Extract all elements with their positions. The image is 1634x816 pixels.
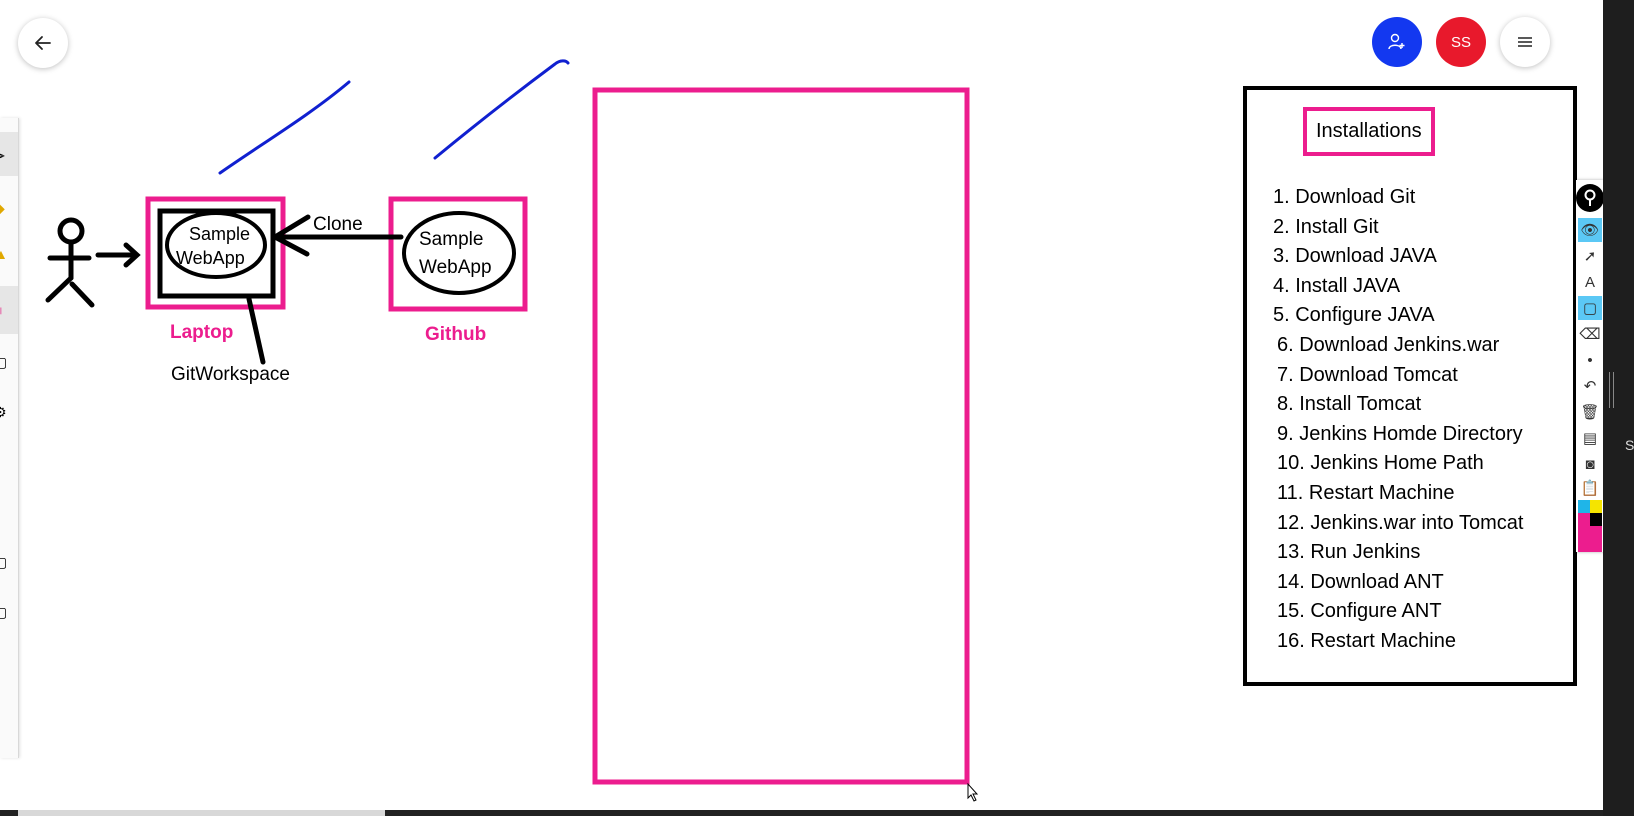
- color-swatch-cyan[interactable]: [1578, 500, 1590, 513]
- settings-icon[interactable]: ⚙: [0, 404, 10, 420]
- stick-figure: [45, 217, 95, 308]
- workspace-pointer-line: [246, 296, 266, 365]
- list-item: 5. Configure JAVA: [1273, 304, 1435, 327]
- avatar-initials: SS: [1450, 33, 1471, 51]
- lasso-icon[interactable]: ▢: [0, 354, 10, 370]
- laptop-box-text-2: WebApp: [176, 248, 245, 268]
- right-strip-letter: S: [1625, 437, 1634, 453]
- color-palette[interactable]: [1578, 500, 1602, 552]
- color-swatch-magenta[interactable]: [1578, 513, 1590, 526]
- list-item: 9. Jenkins Homde Directory: [1277, 422, 1523, 445]
- list-item: 12. Jenkins.war into Tomcat: [1277, 511, 1524, 534]
- color-swatch-yellow[interactable]: [1590, 500, 1602, 513]
- tool-icon-a[interactable]: ▏: [0, 504, 10, 520]
- color-swatch-black[interactable]: [1590, 513, 1602, 526]
- left-tool-eraser-active[interactable]: [0, 286, 18, 334]
- bottom-scrollbar[interactable]: [0, 810, 1603, 816]
- pen-toolbar: 👁 ➚ A ▢ ⌫ • ↶ 🗑 ▤ ◙ 📋: [1576, 180, 1604, 552]
- laptop-label: Laptop: [170, 322, 233, 343]
- color-swatch-selected[interactable]: [1578, 526, 1602, 552]
- github-box-text-1: Sample: [419, 229, 483, 250]
- tool-icon-c[interactable]: ▢: [0, 604, 10, 620]
- eye-icon[interactable]: 👁: [1578, 218, 1602, 242]
- blue-stroke-1: [218, 80, 351, 175]
- back-button[interactable]: [18, 18, 68, 68]
- resize-handle[interactable]: [1609, 372, 1614, 408]
- laptop-box-text-1: Sample: [189, 224, 250, 244]
- workspace-label: GitWorkspace: [171, 364, 290, 385]
- clone-arrow: [272, 214, 404, 257]
- github-label: Github: [425, 324, 486, 345]
- rectangle-icon[interactable]: ▢: [1578, 296, 1602, 320]
- person-add-icon: [1388, 33, 1405, 50]
- list-item: 6. Download Jenkins.war: [1277, 333, 1500, 356]
- list-item: 10. Jenkins Home Path: [1277, 452, 1484, 475]
- list-item: 8. Install Tomcat: [1277, 393, 1422, 416]
- eraser-icon[interactable]: ■: [0, 302, 10, 318]
- installations-title: Installations: [1303, 107, 1435, 156]
- trash-icon[interactable]: 🗑: [1580, 404, 1600, 421]
- github-box-text-2: WebApp: [419, 257, 492, 278]
- undo-icon[interactable]: ↶: [1583, 378, 1597, 395]
- list-item: 7. Download Tomcat: [1277, 363, 1458, 386]
- eraser-icon[interactable]: ⌫: [1579, 326, 1601, 343]
- left-tool-pen-active[interactable]: [0, 132, 18, 176]
- highlighter-icon[interactable]: ◆: [0, 200, 10, 216]
- arrow-to-laptop: [95, 242, 141, 268]
- list-item: 1. Download Git: [1273, 186, 1416, 208]
- board-icon[interactable]: ▤: [1582, 430, 1598, 447]
- laptop-black-box: [157, 208, 276, 299]
- list-item: 14. Download ANT: [1277, 570, 1444, 593]
- list-item: 3. Download JAVA: [1273, 245, 1437, 268]
- scrollbar-thumb[interactable]: [18, 810, 385, 816]
- menu-button[interactable]: [1500, 17, 1550, 67]
- shape-icon[interactable]: ▲: [0, 246, 10, 262]
- installations-list: 1. Download Git 2. Install Git 3. Downlo…: [1273, 183, 1523, 657]
- text-icon[interactable]: A: [1584, 273, 1595, 291]
- user-avatar[interactable]: SS: [1436, 17, 1486, 67]
- hamburger-icon: [1518, 37, 1532, 47]
- pin-icon[interactable]: [1576, 184, 1604, 212]
- dot-icon[interactable]: •: [1587, 351, 1593, 369]
- list-item: 15. Configure ANT: [1277, 600, 1442, 623]
- add-user-button[interactable]: [1372, 17, 1422, 67]
- list-item: 16. Restart Machine: [1277, 629, 1456, 652]
- left-toolbar: ✒ ◆ ▲ ■ ▢ ⚙ ▏ ▢ ▢: [0, 118, 19, 758]
- list-item: 11. Restart Machine: [1277, 481, 1455, 504]
- right-edge-strip: S: [1603, 0, 1634, 816]
- list-item: 2. Install Git: [1273, 215, 1379, 238]
- clone-label: Clone: [313, 214, 363, 235]
- clipboard-icon[interactable]: 📋: [1580, 480, 1600, 497]
- list-item: 13. Run Jenkins: [1277, 541, 1421, 564]
- mouse-cursor-icon: [967, 782, 979, 802]
- github-ellipse: [402, 211, 516, 295]
- laptop-ellipse: [165, 211, 267, 279]
- camera-icon[interactable]: ◙: [1585, 455, 1595, 473]
- laptop-pink-frame: [145, 196, 286, 310]
- arrow-left-icon: [35, 36, 51, 50]
- empty-pink-rectangle: [592, 87, 970, 785]
- blue-stroke-2: [433, 59, 570, 160]
- pointer-icon[interactable]: ➚: [1583, 248, 1597, 265]
- github-pink-frame: [388, 196, 528, 312]
- list-item: 4. Install JAVA: [1273, 274, 1401, 297]
- pen-icon[interactable]: ✒: [0, 148, 10, 164]
- installations-card: Installations 1. Download Git 2. Install…: [1243, 86, 1577, 686]
- tool-icon-b[interactable]: ▢: [0, 554, 10, 570]
